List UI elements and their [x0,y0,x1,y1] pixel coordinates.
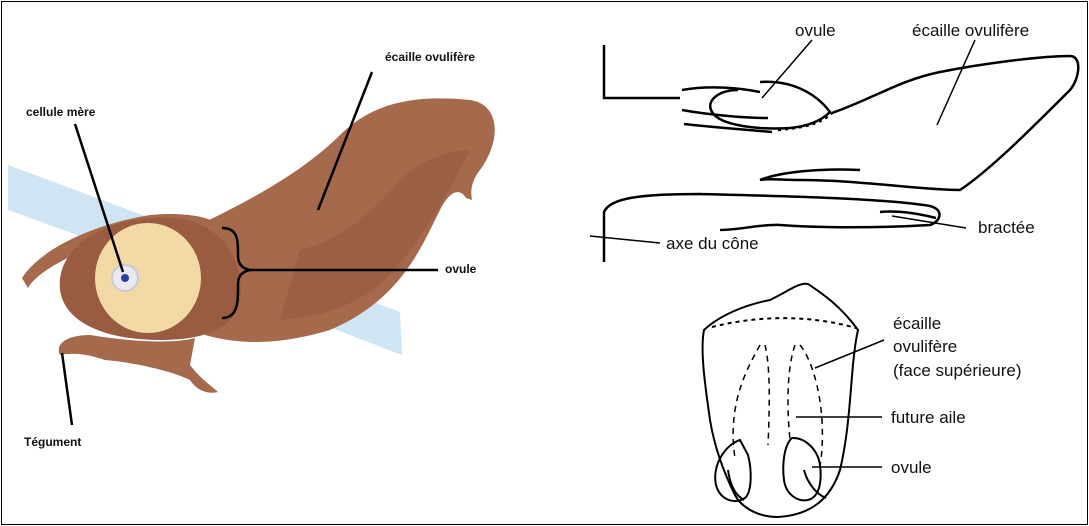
integument-fingers [682,87,772,132]
label-axe-du-cone: axe du cône [666,234,759,253]
label-top-ecaille: écaille ovulifère [912,21,1029,40]
future-wing-right [788,345,822,465]
label-bottom-ecaille-1: écaille [893,314,941,333]
right-bottom-drawing [703,284,884,517]
bract-and-axis [604,194,939,262]
bottom-scale-outline [703,284,858,517]
label-cellule-mere: cellule mère [26,105,96,119]
leader-top-ecaille [937,40,975,125]
right-bottom-labels: écaille ovulifère (face supérieure) futu… [891,314,1022,477]
label-bottom-ovule: ovule [891,458,932,477]
nucellus [95,223,201,333]
label-bottom-ecaille-3: (face supérieure) [893,361,1022,380]
label-tegument: Tégument [24,435,81,449]
label-top-ovule: ovule [795,21,836,40]
leader-tegument [62,353,72,425]
label-future-aile: future aile [891,408,966,427]
label-bottom-ecaille-2: ovulifère [893,337,957,356]
leader-axe [590,236,660,243]
bottom-ovule-right [783,438,826,500]
top-scale [760,56,1078,190]
right-top-labels: ovule écaille ovulifère bractée axe du c… [666,21,1035,253]
mother-cell-nucleus [121,274,129,282]
left-illustration: cellule mère écaille ovulifère ovule Tég… [8,50,495,449]
top-axis-outline [604,45,680,98]
label-ovule: ovule [445,262,477,276]
tegument-stalk [59,335,218,393]
label-ecaille-ovulifere: écaille ovulifère [385,50,475,64]
label-bractee: bractée [978,218,1035,237]
leader-bottom-ecaille [815,340,884,368]
ovuliferous-scale-shape [205,98,495,342]
bottom-dotted-edge [712,318,856,328]
